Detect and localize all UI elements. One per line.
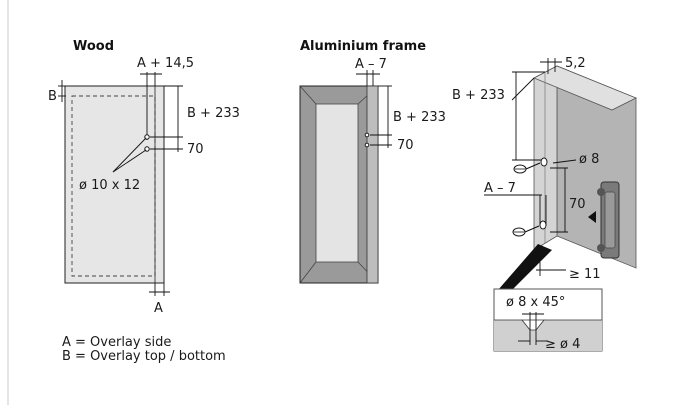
wood-label-a-plus: A + 14,5 (137, 56, 194, 71)
legend-a: A = Overlay side (62, 335, 171, 350)
detail-label-d8: ø 8 (579, 152, 599, 167)
alu-label-a-minus: A – 7 (355, 57, 387, 72)
hinge-icon (588, 181, 620, 259)
detail-a-minus-dimension: A – 7 (484, 181, 547, 226)
detail-5-2-dimension: 5,2 (540, 56, 586, 74)
wood-label-b-plus: B + 233 (187, 106, 240, 121)
wood-diameter-leader: ø 10 x 12 (79, 137, 147, 193)
wood-label-diameter: ø 10 x 12 (79, 178, 140, 193)
alu-frame (299, 85, 379, 284)
detail-label-a-minus: A – 7 (484, 181, 516, 196)
wood-a-dimension: A (149, 283, 170, 316)
alu-a-minus-dimension: A – 7 (355, 57, 387, 86)
detail-label-b-plus: B + 233 (452, 88, 505, 103)
detail-70-dimension: 70 (550, 167, 586, 233)
detail-label-countersink: ø 8 x 45° (506, 295, 565, 310)
heading-wood: Wood (73, 39, 114, 54)
wood-label-a: A (154, 301, 163, 316)
wood-label-70: 70 (187, 142, 204, 157)
legend-b: B = Overlay top / bottom (62, 349, 226, 364)
wood-door-panel (64, 85, 165, 284)
heading-aluminium: Aluminium frame (300, 39, 426, 54)
alu-drill-holes: 70 (364, 132, 414, 153)
alu-label-b-plus: B + 233 (393, 110, 446, 125)
detail-lower-screw (512, 220, 547, 237)
alu-b-plus-dimension: B + 233 (370, 85, 446, 136)
wood-a-plus-dimension: A + 14,5 (137, 56, 194, 140)
wood-label-b: B (48, 89, 57, 104)
alu-label-70: 70 (397, 138, 414, 153)
wood-b-dimension: B (48, 80, 66, 104)
callout-pointer (498, 244, 552, 290)
detail-ge11-dimension: ≥ 11 (536, 262, 601, 282)
wood-b-plus-dimension: B + 233 (150, 85, 240, 138)
detail-label-70: 70 (569, 197, 586, 212)
detail-b-plus-dimension: B + 233 (452, 71, 545, 161)
detail-panel-3d (533, 65, 637, 269)
detail-label-5-2: 5,2 (565, 56, 586, 71)
wood-drill-holes: 70 (144, 134, 204, 157)
detail-label-ge-d4: ≥ ø 4 (545, 337, 580, 352)
detail-upper-screw (513, 157, 548, 174)
countersink-detail: ø 8 x 45° ≥ ø 4 (493, 288, 603, 352)
detail-label-ge11: ≥ 11 (569, 267, 601, 282)
